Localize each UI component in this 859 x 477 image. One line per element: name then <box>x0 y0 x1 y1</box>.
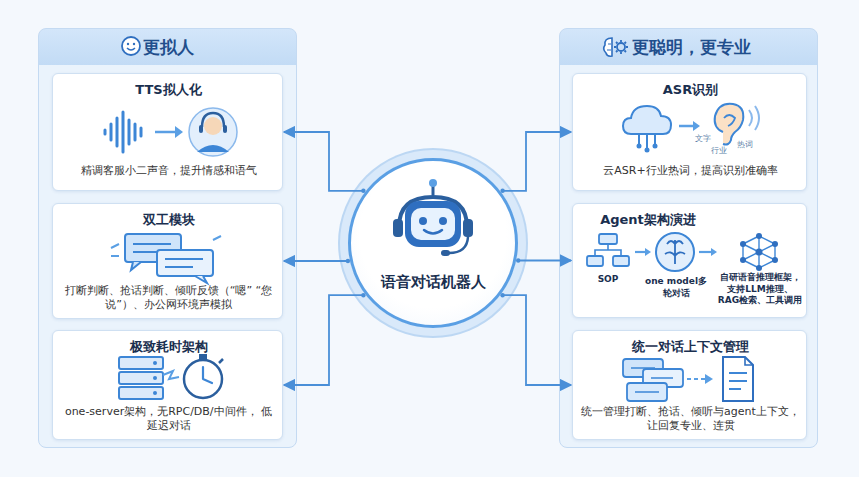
feature-card: Agent架构演进 SOP one model多轮对话自研语音推理框架，支持LLM推… <box>572 203 807 318</box>
node-text: SOP <box>583 274 633 286</box>
connector-arrow <box>518 260 571 262</box>
node-title: TTS拟人化 <box>53 82 284 99</box>
node-title: Agent架构演进 <box>573 212 723 229</box>
text-slot: TTS拟人化 <box>53 82 284 99</box>
node-text: 统一管理打断、抢话、倾听与agent上下文， 让回复专业、连贯 <box>581 405 800 434</box>
text-slot: one model多轮对话 <box>641 276 711 299</box>
text-slot: 统一对话上下文管理 <box>573 339 808 356</box>
text-slot: 精调客服小二声音，提升情感和语气 <box>61 164 276 178</box>
connector-dot <box>500 293 504 297</box>
node-text: 打断判断、抢话判断、倾听反馈（“嗯” “您说”）、办公网环境声模拟 <box>61 284 276 313</box>
connector-arrow <box>503 295 571 385</box>
text-slot: 更拟人 <box>143 36 283 58</box>
connector-arrow <box>503 132 571 191</box>
node-title: 更聪明，更专业 <box>632 36 812 58</box>
connector-arrow <box>284 260 348 262</box>
node-text: 热词 <box>737 140 761 150</box>
node-title: 语音对话机器人 <box>351 273 515 293</box>
text-slot: 双工模块 <box>53 212 284 229</box>
feature-card: 极致耗时架构 one-server架构，无RPC/DB/中间件， 低延迟对话 <box>52 330 283 440</box>
node-text: 自研语音推理框架，支持LLM推理、RAG检索、工具调用 <box>717 272 803 307</box>
group-panel: 更拟人 TTS拟人化精调客服小二声音，提升情感和语气 双工模块打断判断、抢话判断… <box>38 28 297 448</box>
node-title: 双工模块 <box>53 212 284 229</box>
feature-card: TTS拟人化精调客服小二声音，提升情感和语气 <box>52 73 283 191</box>
robot-icon <box>351 161 515 325</box>
node-text: one model多轮对话 <box>641 276 711 299</box>
node-text: 行业 <box>711 146 735 156</box>
text-slot: 行业 <box>711 146 735 156</box>
node-text: one-server架构，无RPC/DB/中间件， 低延迟对话 <box>61 405 276 434</box>
node-title: 更拟人 <box>143 36 283 58</box>
text-slot: SOP <box>583 274 633 286</box>
node-title: ASR识别 <box>573 82 808 99</box>
text-slot: 更聪明，更专业 <box>632 36 812 58</box>
connector-dot <box>500 189 504 193</box>
connector-dot <box>361 293 365 297</box>
text-slot: 自研语音推理框架，支持LLM推理、RAG检索、工具调用 <box>717 272 803 307</box>
feature-card: ASR识别文字行业热词云ASR+行业热词，提高识别准确率 <box>572 73 807 191</box>
connector-arrow <box>284 132 363 191</box>
text-slot: 语音对话机器人 <box>351 273 515 293</box>
connector-dot <box>516 258 520 262</box>
text-slot: 打断判断、抢话判断、倾听反馈（“嗯” “您说”）、办公网环境声模拟 <box>61 284 276 313</box>
text-slot: 文字 <box>695 134 719 144</box>
text-slot: 极致耗时架构 <box>53 339 284 356</box>
text-slot: ASR识别 <box>573 82 808 99</box>
text-slot: Agent架构演进 <box>573 212 723 229</box>
node-text: 文字 <box>695 134 719 144</box>
connector-dot <box>346 259 350 263</box>
hub-circle: 语音对话机器人 <box>348 158 518 328</box>
text-slot: 云ASR+行业热词，提高识别准确率 <box>581 164 800 178</box>
node-title: 统一对话上下文管理 <box>573 339 808 356</box>
node-title: 极致耗时架构 <box>53 339 284 356</box>
text-slot: 热词 <box>737 140 761 150</box>
feature-card: 双工模块打断判断、抢话判断、倾听反馈（“嗯” “您说”）、办公网环境声模拟 <box>52 203 283 319</box>
text-slot: one-server架构，无RPC/DB/中间件， 低延迟对话 <box>61 405 276 434</box>
group-panel: 更聪明，更专业 ASR识别文字行业热词云ASR+行业热词，提高识别准确率 Age… <box>559 28 818 448</box>
node-text: 云ASR+行业热词，提高识别准确率 <box>581 164 800 178</box>
text-slot: 统一管理打断、抢话、倾听与agent上下文， 让回复专业、连贯 <box>581 405 800 434</box>
feature-card: 统一对话上下文管理统一管理打断、抢话、倾听与agent上下文， 让回复专业、连贯 <box>572 330 807 440</box>
connector-dot <box>361 189 365 193</box>
node-text: 精调客服小二声音，提升情感和语气 <box>61 164 276 178</box>
connector-arrow <box>284 295 363 385</box>
